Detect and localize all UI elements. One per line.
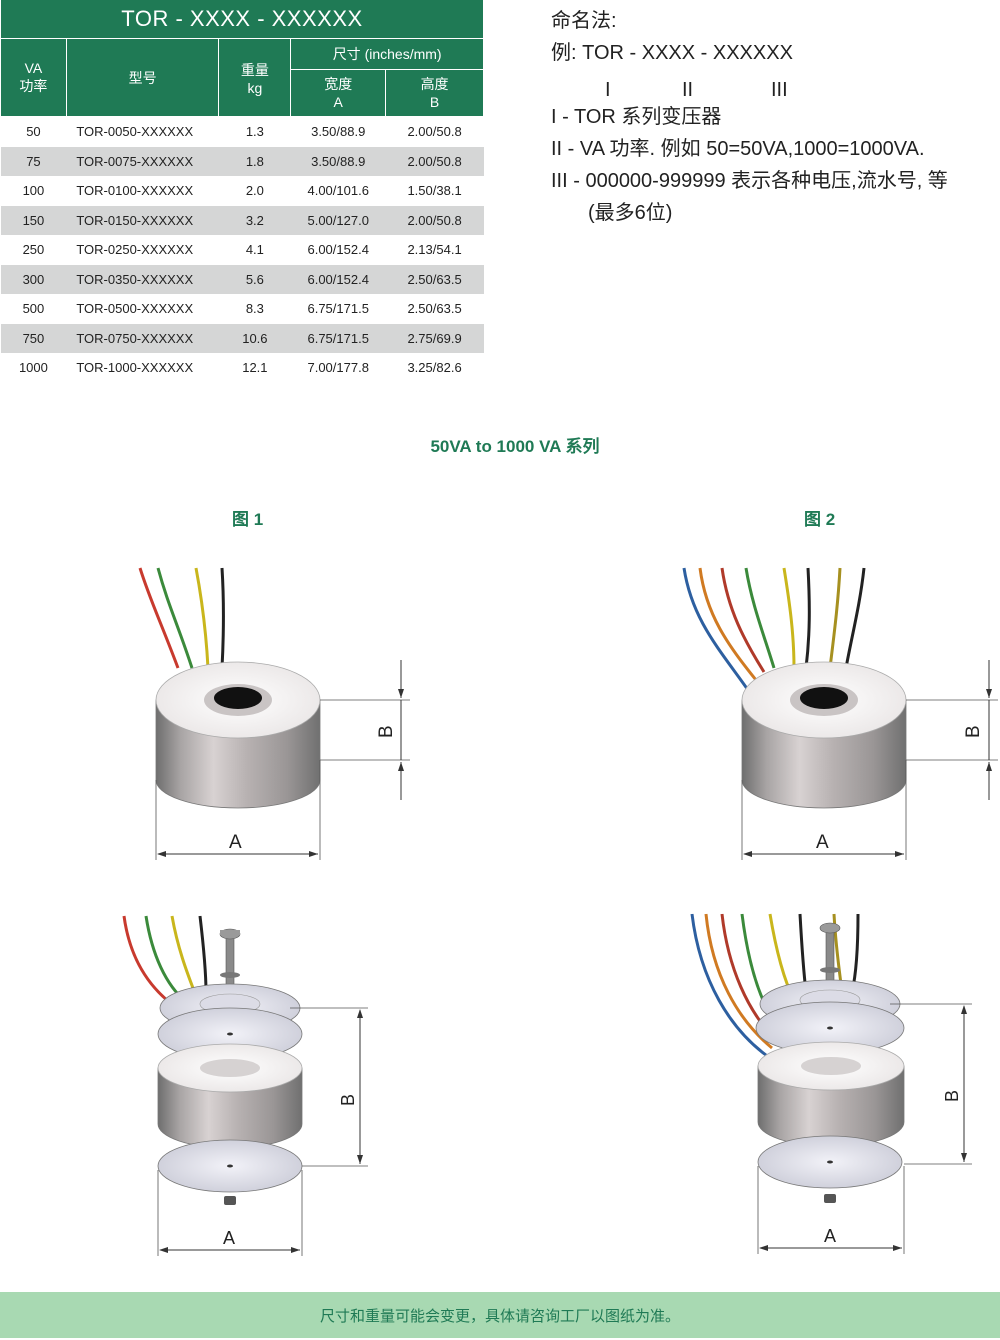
footer-banner: 尺寸和重量可能会变更，具体请咨询工厂以图纸为准。 (0, 1292, 1000, 1338)
cell-width: 6.75/171.5 (290, 323, 386, 353)
cell-width: 6.75/171.5 (307, 301, 369, 317)
series-title: 50VA to 1000 VA 系列 (430, 437, 600, 456)
cell-va: 100 (22, 183, 45, 199)
col-dimensions-group: 尺寸 (inches/mm) (290, 38, 484, 70)
cell-height: 2.13/54.1 (407, 242, 462, 258)
cell-model: TOR-0750-XXXXXX (66, 323, 219, 353)
fig2-dim-b: B (963, 725, 984, 738)
table-row: 100 TOR-0100-XXXXXX 2.0 4.00/101.6 1.50/38.1 (1, 176, 484, 206)
transformer-drawings: A B A B (122, 567, 998, 1256)
cell-weight: 8.3 (245, 301, 264, 317)
figure-1-label: 图 1 (232, 510, 264, 529)
roman-iii: III (771, 79, 788, 101)
table-row: 1000 TOR-1000-XXXXXX 12.1 7.00/177.8 3.25/82… (1, 353, 484, 383)
cell-weight: 5.6 (218, 264, 291, 294)
cell-width: 7.00/177.8 (307, 360, 369, 376)
fig2-exploded-dim-a: A (824, 1226, 836, 1246)
cell-weight: 3.2 (218, 205, 291, 235)
table-row: 500 TOR-0500-XXXXXX 8.3 6.75/171.5 2.50/63.5 (1, 294, 484, 324)
naming-section: 命名法: 例: TOR - XXXX - XXXXXX I II III I -… (551, 5, 948, 229)
cell-weight: 1.3 (245, 124, 264, 140)
figure-2-exploded-dimensions (757, 1003, 972, 1254)
naming-item-1: I - TOR 系列变压器 (551, 106, 722, 128)
cell-height: 1.50/38.1 (407, 183, 462, 199)
fig1-exploded-dim-b: B (338, 1094, 358, 1106)
cell-model: TOR-0150-XXXXXX (66, 205, 219, 235)
cell-model: TOR-0100-XXXXXX (76, 183, 194, 199)
naming-item-3-cont: (最多6位) (588, 202, 673, 224)
figure-2-transformer (682, 567, 907, 809)
cell-width: 3.50/88.9 (290, 146, 386, 176)
cell-model: TOR-0350-XXXXXX (66, 264, 219, 294)
cell-height: 2.75/69.9 (385, 323, 484, 353)
cell-width: 3.50/88.9 (311, 124, 366, 140)
cell-height: 2.00/50.8 (407, 124, 462, 140)
cell-model: TOR-0075-XXXXXX (66, 146, 219, 176)
cell-va: 50 (26, 124, 41, 140)
roman-i: I (605, 79, 611, 101)
cell-va: 300 (0, 264, 67, 294)
cell-model: TOR-0500-XXXXXX (76, 301, 194, 317)
cell-width: 4.00/101.6 (307, 183, 369, 199)
cell-weight: 12.1 (242, 360, 268, 376)
figure-1-exploded-mounting (122, 915, 303, 1205)
cell-va: 150 (0, 205, 67, 235)
cell-model: TOR-0050-XXXXXX (76, 124, 194, 140)
roman-ii: II (682, 79, 694, 101)
table-row: 50 TOR-0050-XXXXXX 1.3 3.50/88.9 2.00/50.8 (1, 117, 484, 147)
fig1-dim-b: B (376, 725, 397, 738)
naming-heading: 命名法: (551, 10, 617, 32)
cell-height: 2.50/63.5 (407, 301, 462, 317)
fig2-dim-a: A (816, 832, 829, 853)
cell-height: 2.00/50.8 (385, 205, 484, 235)
cell-weight: 10.6 (218, 323, 291, 353)
naming-roman-row: I II III (551, 69, 948, 101)
cell-weight: 1.8 (218, 146, 291, 176)
cell-va: 250 (22, 242, 45, 258)
footer-note: 尺寸和重量可能会变更，具体请咨询工厂以图纸为准。 (319, 1307, 680, 1325)
cell-height: 2.00/50.8 (385, 146, 484, 176)
naming-item-2: II - VA 功率. 例如 50=50VA,1000=1000VA. (551, 138, 925, 160)
cell-width: 6.00/152.4 (290, 264, 386, 294)
fig1-exploded-dim-a: A (223, 1228, 235, 1248)
cell-width: 6.00/152.4 (307, 242, 369, 258)
figure-1-dimension-lines (155, 660, 410, 860)
cell-width: 5.00/127.0 (290, 205, 386, 235)
figure-1-exploded-dimensions (157, 1007, 368, 1256)
cell-weight: 2.0 (245, 183, 264, 199)
table-title: TOR - XXXX - XXXXXX (0, 0, 484, 39)
naming-example: 例: TOR - XXXX - XXXXXX (551, 42, 793, 64)
figure-2-label: 图 2 (804, 510, 836, 529)
cell-height: 3.25/82.6 (407, 360, 462, 376)
figure-1-transformer (138, 567, 321, 809)
cell-va: 75 (0, 146, 67, 176)
fig2-exploded-dim-b: B (942, 1090, 962, 1102)
cell-model: TOR-0250-XXXXXX (76, 242, 194, 258)
col-model: 型号 (65, 38, 220, 117)
cell-height: 2.50/63.5 (385, 264, 484, 294)
table-row: 250 TOR-0250-XXXXXX 4.1 6.00/152.4 2.13/54.1 (1, 235, 484, 265)
figure-2-exploded-mounting (690, 913, 905, 1203)
cell-model: TOR-1000-XXXXXX (76, 360, 194, 376)
naming-item-3: III - 000000-999999 表示各种电压,流水号, 等 (551, 170, 948, 192)
cell-va: 1000 (18, 360, 48, 376)
cell-va: 750 (0, 323, 67, 353)
cell-weight: 4.1 (245, 242, 264, 258)
cell-va: 500 (22, 301, 45, 317)
figure-2-dimension-lines (741, 660, 998, 860)
fig1-dim-a: A (229, 832, 242, 853)
